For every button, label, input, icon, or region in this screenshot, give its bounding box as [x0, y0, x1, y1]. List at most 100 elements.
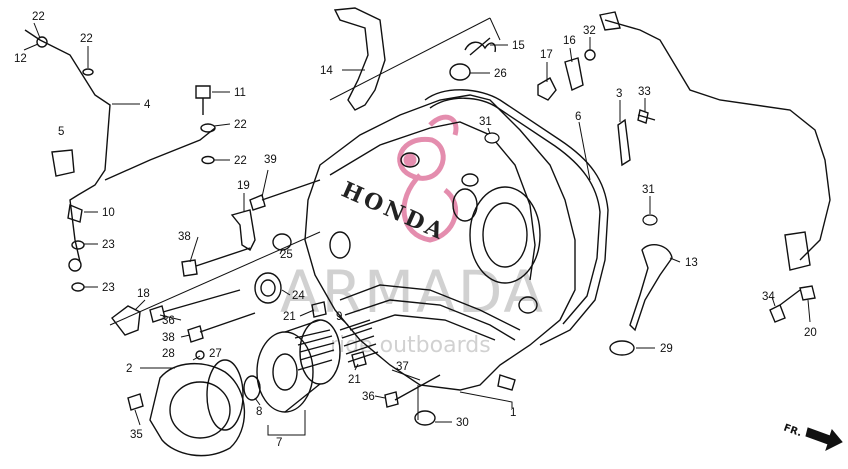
- filter-cover-gasket: [206, 359, 244, 431]
- callout-5: 5: [58, 126, 64, 138]
- washer-8: [243, 375, 261, 401]
- callout-6: 6: [575, 111, 581, 123]
- switch-connector: [599, 11, 621, 31]
- o-ring-29: [609, 340, 635, 356]
- watermark-logo: [397, 114, 459, 243]
- callout-25: 25: [280, 249, 293, 261]
- callout-14: 14: [320, 65, 333, 77]
- neutral-switch-wire: [604, 19, 831, 261]
- dowel-pin-31b: [642, 214, 658, 226]
- callout-23a: 23: [102, 239, 115, 251]
- washer-22b: [200, 123, 216, 133]
- oil-line-pipe: [104, 127, 216, 181]
- direction-arrow-icon: [805, 427, 843, 451]
- grommet-32: [584, 49, 596, 61]
- callout-12: 12: [14, 53, 27, 65]
- callout-13: 13: [685, 257, 698, 269]
- bearing-24-inner: [260, 279, 276, 297]
- clamp-17: [537, 77, 557, 101]
- callout-37: 37: [396, 361, 409, 373]
- switch-body: [784, 231, 811, 271]
- callout-24: 24: [292, 290, 305, 302]
- oil-filter-cover: [149, 362, 246, 457]
- bolt-36a: [149, 289, 241, 323]
- dowel-pin-31a: [484, 132, 500, 144]
- cover-gasket-inner: [429, 97, 601, 325]
- callout-16: 16: [563, 35, 576, 47]
- bracket-3: [617, 118, 631, 167]
- callouts: 22 12 22 4 5 10 23 23 11 22 22 39 19 38 …: [14, 11, 817, 449]
- callout-21a: 21: [283, 311, 296, 323]
- callout-2: 2: [126, 363, 132, 375]
- clip-5: [51, 149, 75, 177]
- leader-lines: [23, 17, 811, 436]
- oil-seal: [449, 63, 471, 81]
- bracket-18: [111, 305, 141, 336]
- callout-29: 29: [660, 343, 673, 355]
- bolt-35: [127, 393, 144, 411]
- shift-shaft: [333, 7, 386, 111]
- callout-22a: 22: [32, 11, 45, 23]
- callout-39: 39: [264, 154, 277, 166]
- spring: [464, 37, 497, 56]
- callout-9: 9: [336, 311, 342, 323]
- washer-23a: [71, 240, 85, 250]
- bracket-16: [564, 57, 584, 91]
- callout-19: 19: [237, 180, 250, 192]
- callout-11: 11: [234, 87, 246, 99]
- washer-28: [195, 350, 205, 360]
- banjo-bolt-12: [36, 36, 48, 48]
- callout-38b: 38: [162, 332, 175, 344]
- bolt-33: [637, 109, 656, 124]
- callout-26: 26: [494, 68, 507, 80]
- callout-35: 35: [130, 429, 143, 441]
- washer-23b: [71, 282, 85, 292]
- bolt-38b: [187, 312, 256, 343]
- callout-18: 18: [137, 288, 150, 300]
- banjo-fitting: [68, 258, 82, 272]
- callout-23b: 23: [102, 282, 115, 294]
- washer-22a: [82, 68, 94, 76]
- washer-22c: [201, 155, 215, 165]
- bolt-39: [249, 179, 321, 211]
- callout-38a: 38: [178, 231, 191, 243]
- front-direction-label: FR.: [782, 422, 803, 439]
- callout-31a: 31: [479, 116, 492, 128]
- callout-10: 10: [102, 207, 115, 219]
- callout-15: 15: [512, 40, 525, 52]
- brand-text: HONDA: [338, 177, 450, 246]
- callout-30: 30: [456, 417, 469, 429]
- callout-7: 7: [276, 437, 282, 449]
- callout-28: 28: [162, 348, 175, 360]
- callout-36a: 36: [162, 315, 175, 327]
- callout-22d: 22: [234, 155, 247, 167]
- oil-line: [24, 29, 111, 263]
- callout-33: 33: [638, 86, 651, 98]
- bolt-36b: [384, 391, 399, 408]
- relief-spring: [339, 319, 379, 363]
- callout-20: 20: [804, 327, 817, 339]
- o-ring-30: [414, 410, 436, 426]
- callout-4: 4: [144, 99, 151, 111]
- oil-filter-cover-face: [169, 381, 231, 439]
- bolt-10: [67, 204, 83, 223]
- front-direction-arrow: FR.: [782, 422, 843, 451]
- callout-32: 32: [583, 25, 596, 37]
- cover-gasket: [424, 89, 609, 346]
- callout-34: 34: [762, 291, 775, 303]
- callout-22c: 22: [234, 119, 247, 131]
- callout-31b: 31: [642, 184, 655, 196]
- nut-20: [799, 285, 816, 301]
- callout-17: 17: [540, 49, 553, 61]
- bolt-21b: [351, 351, 367, 368]
- bearing-24: [254, 272, 282, 304]
- oil-filter-rotor: [256, 319, 341, 413]
- callout-36b: 36: [362, 391, 375, 403]
- oil-filler-cap: [629, 244, 673, 332]
- bracket-19: [230, 209, 256, 252]
- callout-22b: 22: [80, 33, 93, 45]
- callout-3: 3: [616, 88, 622, 100]
- callout-21b: 21: [348, 374, 361, 386]
- callout-8: 8: [256, 406, 262, 418]
